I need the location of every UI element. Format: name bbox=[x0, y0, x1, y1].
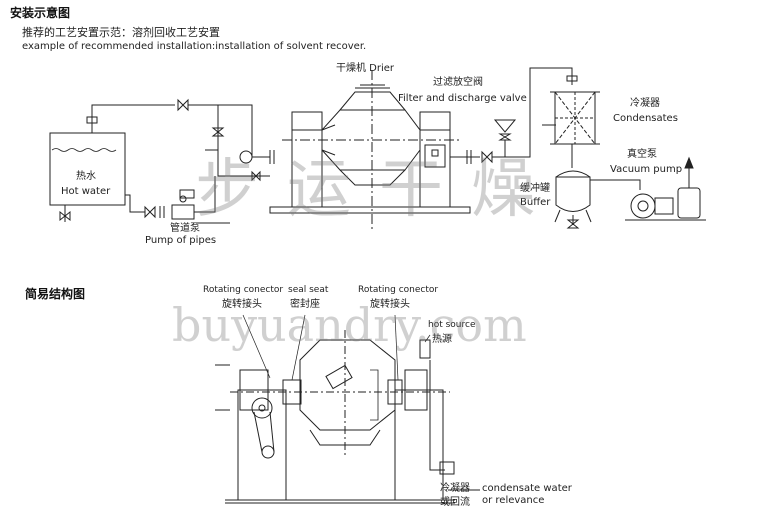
filter-label-cn: 过滤放空阀 bbox=[433, 77, 483, 88]
buffer-label-en: Buffer bbox=[520, 197, 551, 208]
hot-source-en: hot source bbox=[428, 320, 476, 330]
drier bbox=[269, 70, 471, 232]
page-title: 安装示意图 bbox=[10, 6, 71, 20]
subtitle-cn: 推荐的工艺安置示范：溶剂回收工艺安置 bbox=[22, 26, 220, 39]
filter-discharge-valve bbox=[493, 119, 517, 133]
structure-title: 简易结构图 bbox=[25, 287, 86, 301]
condenser-label-en: Condensates bbox=[613, 113, 678, 124]
vacuum-label-cn: 真空泵 bbox=[627, 149, 657, 160]
structure-diagram bbox=[215, 330, 480, 504]
buffer-label-cn: 缓冲罐 bbox=[520, 183, 550, 194]
watermark-url: buyuandry.com bbox=[172, 298, 527, 352]
filter-label-en: Filter and discharge valve bbox=[398, 93, 527, 104]
hot-source-cn: 热源 bbox=[432, 334, 452, 345]
seal-en: seal seat bbox=[288, 285, 329, 295]
condenser-label-cn: 冷凝器 bbox=[630, 98, 660, 109]
condensate-en-1: condensate water bbox=[482, 483, 572, 494]
hot-water-tank bbox=[49, 132, 126, 222]
pump-label-cn: 管道泵 bbox=[170, 223, 200, 234]
vacuum-label-en: Vacuum pump bbox=[610, 164, 683, 175]
subtitle-en: example of recommended installation:inst… bbox=[22, 41, 367, 52]
hot-water-label-en: Hot water bbox=[61, 186, 111, 197]
buffer-tank bbox=[554, 160, 592, 229]
supply-valve bbox=[177, 98, 189, 112]
rot-right-cn: 旋转接头 bbox=[370, 299, 410, 310]
condenser-cn-2: 或回流 bbox=[440, 497, 470, 508]
rot-left-en: Rotating conector bbox=[203, 285, 284, 295]
hot-water-supply-pipe bbox=[91, 104, 175, 133]
rot-left-cn: 旋转接头 bbox=[222, 299, 262, 310]
pump-label-en: Pump of pipes bbox=[145, 235, 217, 246]
condenser-cn-1: 冷凝器 bbox=[440, 483, 470, 494]
watermark-cn: 步运干燥 bbox=[195, 153, 563, 227]
rot-right-en: Rotating conector bbox=[358, 285, 439, 295]
drier-label: 干燥机 Drier bbox=[336, 63, 395, 74]
condensate-en-2: or relevance bbox=[482, 495, 545, 506]
pipe-pump bbox=[171, 204, 195, 220]
seal-cn: 密封座 bbox=[290, 299, 320, 310]
vacuum-pump bbox=[625, 156, 706, 221]
hot-water-label-cn: 热水 bbox=[76, 171, 96, 182]
condenser bbox=[550, 91, 600, 160]
